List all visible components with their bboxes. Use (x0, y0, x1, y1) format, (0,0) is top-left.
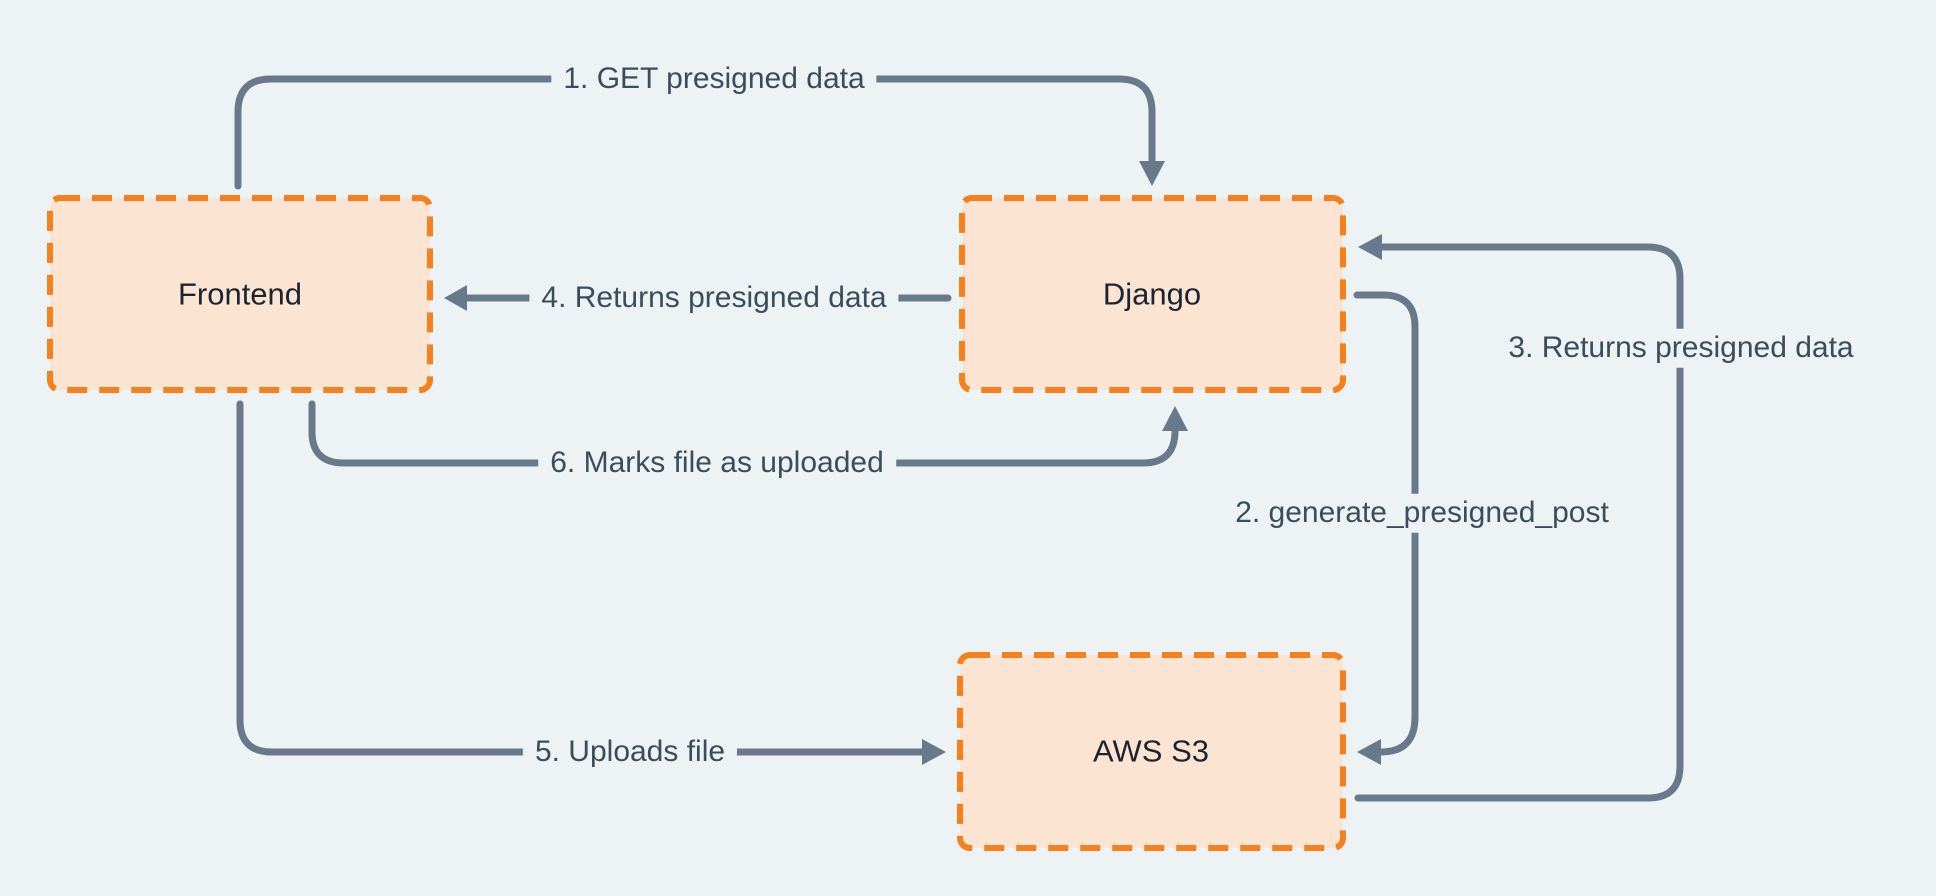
node-aws-s3-box (957, 652, 1346, 851)
node-frontend-box (47, 195, 433, 393)
edge-step-3-arrowhead-icon (1358, 234, 1382, 260)
edge-step-1-arrowhead-icon (1139, 161, 1165, 186)
node-frontend-label: Frontend (178, 277, 302, 312)
edge-step-4-arrowhead-icon (444, 285, 467, 311)
edge-label-step-4: 4. Returns presigned data (529, 278, 899, 318)
edge-label-step-1: 1. GET presigned data (551, 59, 877, 99)
edge-step-3-line (1354, 243, 1684, 802)
node-django-label: Django (1103, 277, 1201, 312)
node-aws-s3-label: AWS S3 (1093, 734, 1209, 769)
edge-step-2-arrowhead-icon (1357, 739, 1381, 765)
edge-step-2-line (1353, 291, 1419, 756)
edge-step-5-line (236, 400, 926, 756)
edge-label-step-6: 6. Marks file as uploaded (538, 443, 896, 483)
edge-step-6-line (308, 400, 1179, 467)
node-django-box (959, 195, 1346, 393)
edge-step-5-arrowhead-icon (922, 739, 946, 765)
edge-label-step-2: 2. generate_presigned_post (1223, 493, 1621, 533)
edge-label-step-5: 5. Uploads file (522, 732, 738, 772)
edge-step-6-arrowhead-icon (1162, 406, 1188, 431)
edge-label-step-3: 3. Returns presigned data (1496, 328, 1866, 368)
